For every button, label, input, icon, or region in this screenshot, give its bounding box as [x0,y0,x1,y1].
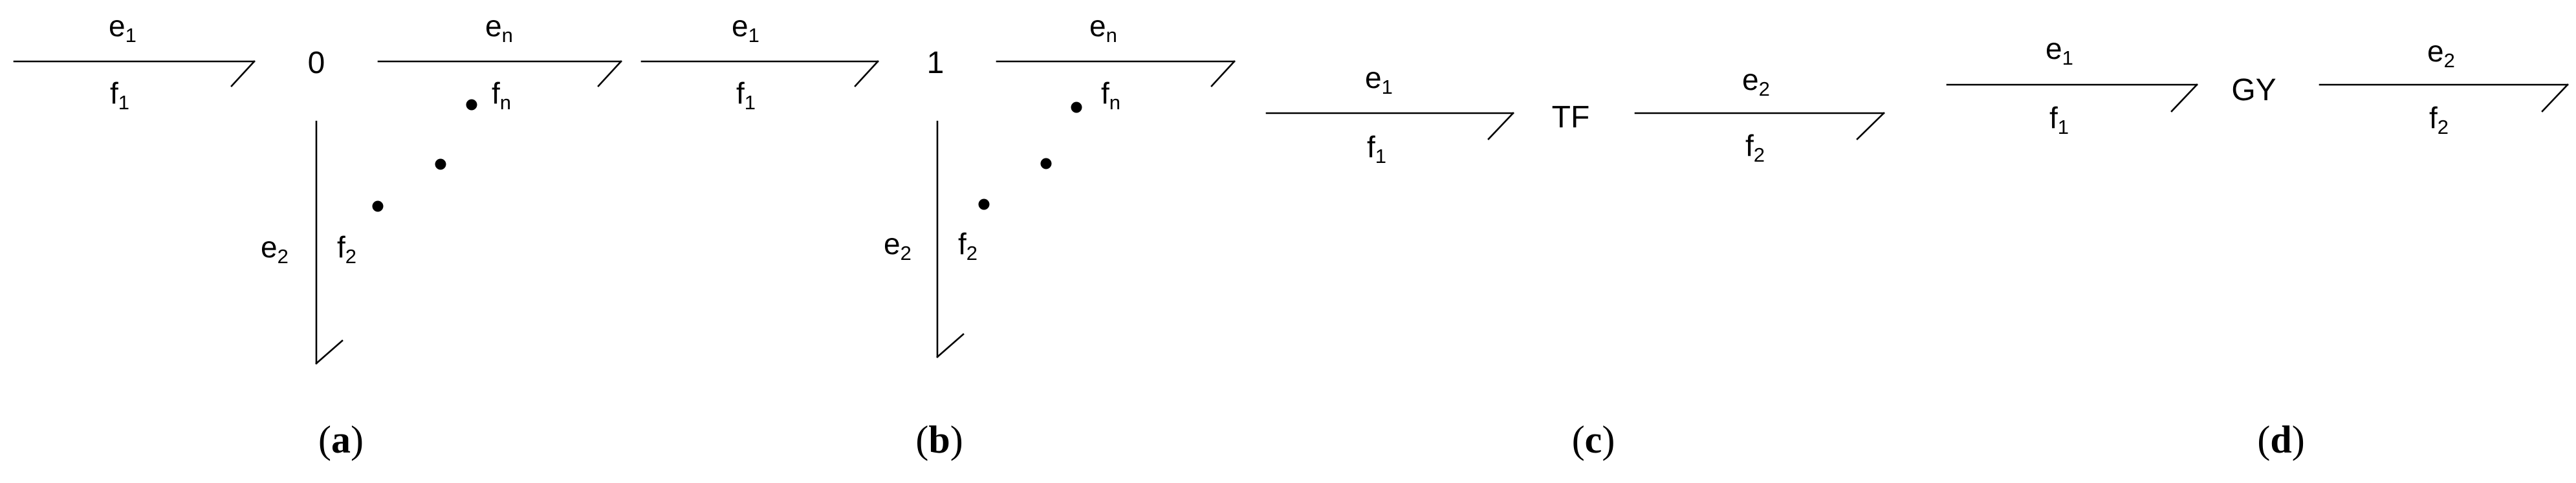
panel-b: e1 f1 1 en fn e2 f2 (b) [640,9,1236,461]
flow-label-f1: f1 [2049,101,2069,138]
panel-caption-b: (b) [915,418,963,461]
flow-label-f2: f2 [958,227,977,264]
bond-1-half-arrow [1265,112,1514,140]
bond-n-half-arrow [377,60,622,87]
panel-caption-a: (a) [318,418,364,461]
ellipsis-dot [435,158,446,170]
flow-label-f1: f1 [110,76,129,114]
bond-1-half-arrow [1946,83,2198,113]
ellipsis-dot [1040,158,1052,169]
flow-label-f1: f1 [1367,130,1386,167]
effort-label-e1: e1 [1365,61,1393,98]
flow-label-fn: fn [492,76,511,114]
ellipsis-dot [372,200,384,212]
bond-1-half-arrow [640,60,879,87]
zero-junction-label: 0 [308,46,325,80]
effort-label-e2: e2 [261,230,289,268]
ellipsis-dot [978,199,990,210]
panel-c: e1 f1 TF e2 f2 (c) [1265,61,1885,461]
effort-label-e2: e2 [2427,34,2455,72]
ellipsis-dot [1071,102,1082,113]
effort-label-e1: e1 [732,9,759,47]
bond-n-half-arrow [996,60,1236,87]
flow-label-fn: fn [1101,76,1120,114]
panel-caption-c: (c) [1572,418,1615,461]
panel-d: e1 f1 GY e2 f2 (d) [1946,32,2569,461]
bond-2-half-arrow [936,120,965,358]
flow-label-f1: f1 [736,76,756,114]
effort-label-e1: e1 [109,9,136,47]
effort-label-en: en [485,9,513,47]
bond-2-half-arrow [2319,83,2569,113]
flow-label-f2: f2 [2429,101,2449,138]
flow-label-f2: f2 [337,230,356,268]
flow-label-f2: f2 [1745,129,1765,166]
bond-2-half-arrow [1634,112,1885,140]
transformer-element-label: TF [1552,100,1590,134]
bond-2-half-arrow [315,120,344,365]
panel-a: e1 f1 0 en fn e2 f2 (a) [13,9,622,461]
panel-caption-d: (d) [2257,418,2304,461]
effort-label-e1: e1 [2046,32,2073,69]
ellipsis-dot [466,99,477,111]
bond-1-half-arrow [13,60,256,87]
effort-label-e2: e2 [1742,63,1770,100]
effort-label-e2: e2 [884,227,911,264]
effort-label-en: en [1089,9,1117,47]
gyrator-element-label: GY [2231,73,2276,107]
one-junction-label: 1 [927,46,944,80]
